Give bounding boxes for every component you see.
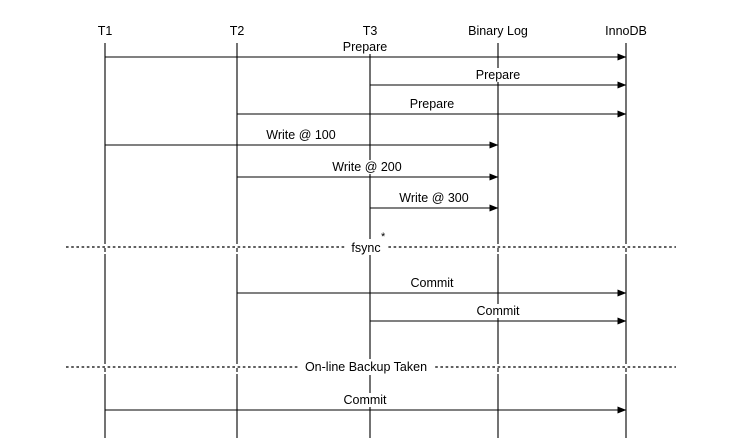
message-m9: Commit [105, 393, 627, 414]
message-m1: Prepare [105, 40, 627, 61]
lifeline-labels-group: T1 T2 T3 Binary Log InnoDB [98, 24, 647, 38]
message-label: Prepare [343, 40, 388, 54]
separator-label-backdrop [298, 359, 434, 375]
message-m6: Write @ 300 [370, 191, 499, 212]
message-label: Prepare [476, 68, 521, 82]
message-label: Write @ 200 [332, 160, 401, 174]
separator-label-online-backup: On-line Backup Taken [305, 360, 427, 374]
message-m7: Commit [237, 276, 627, 297]
separators-group: fsync* On-line Backup Taken [66, 231, 676, 375]
separator-online-backup: On-line Backup Taken [66, 359, 676, 375]
message-label-backdrop [338, 40, 392, 54]
message-label-backdrop [471, 68, 525, 82]
message-label-backdrop [405, 97, 459, 111]
separator-fsync: fsync* [66, 231, 676, 255]
message-label: Write @ 300 [399, 191, 468, 205]
message-label-backdrop [474, 304, 522, 318]
message-label-backdrop [341, 393, 389, 407]
footnote-asterisk: * [381, 231, 386, 243]
message-label-backdrop [327, 160, 407, 174]
message-m8: Commit [370, 304, 627, 325]
separator-label-fsync: fsync [351, 241, 380, 255]
lifeline-label-t3: T3 [363, 24, 378, 38]
message-m2: Prepare [370, 68, 627, 89]
message-label: Commit [476, 304, 520, 318]
message-label-backdrop [261, 128, 341, 142]
lifeline-label-t1: T1 [98, 24, 113, 38]
message-label: Prepare [410, 97, 455, 111]
message-m4: Write @ 100 [105, 128, 499, 149]
message-m3: Prepare [237, 97, 627, 118]
lifeline-label-innodb: InnoDB [605, 24, 647, 38]
message-label: Commit [410, 276, 454, 290]
message-label-backdrop [408, 276, 456, 290]
lifeline-label-binary_log: Binary Log [468, 24, 528, 38]
message-label: Write @ 100 [266, 128, 335, 142]
message-label-backdrop [394, 191, 474, 205]
separator-label-backdrop [346, 239, 386, 255]
lifeline-label-t2: T2 [230, 24, 245, 38]
message-label: Commit [343, 393, 387, 407]
message-m5: Write @ 200 [237, 160, 499, 181]
